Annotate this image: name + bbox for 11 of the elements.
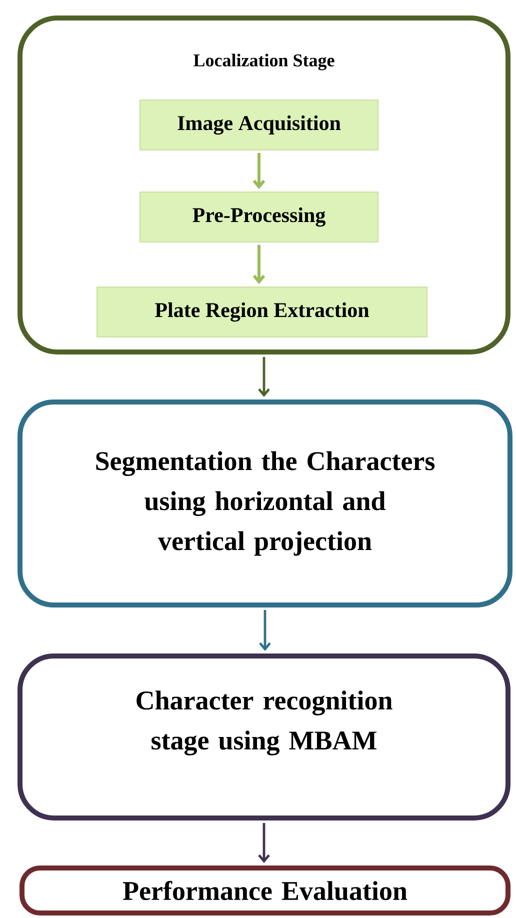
arrow (258, 823, 270, 863)
process-box: Segmentation the Characters using horizontal and vertical projection (18, 400, 512, 608)
process-box: Plate Region Extraction (96, 286, 428, 338)
process-box: Image Acquisition (140, 100, 378, 150)
process-box: Character recognition stage using MBAM (18, 654, 510, 820)
arrow (259, 610, 271, 651)
arrow (252, 244, 266, 284)
process-box: Pre-Processing (140, 192, 378, 242)
arrow (252, 152, 266, 190)
process-box: Performance Evaluation (20, 866, 510, 916)
arrow (258, 357, 270, 397)
